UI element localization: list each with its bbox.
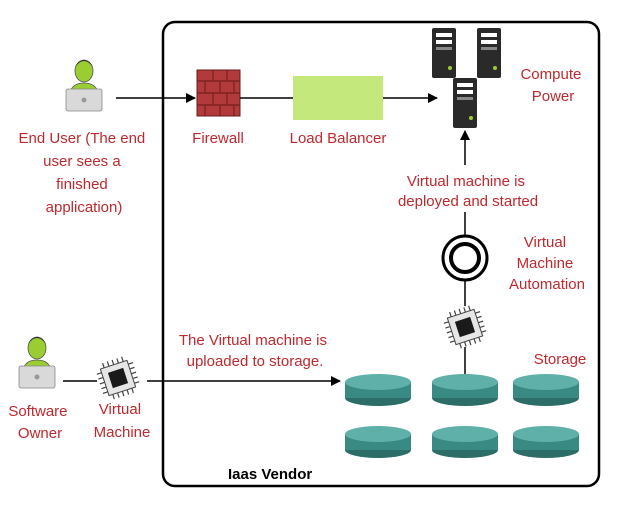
- load-balancer-label: Load Balancer: [290, 130, 387, 147]
- end-user-icon: [65, 59, 103, 112]
- software-owner-label: Software Owner: [8, 403, 71, 442]
- server-icon: [453, 78, 477, 128]
- load-balancer-box: [293, 76, 383, 120]
- automation-label: Virtual Machine Automation: [509, 234, 585, 293]
- vendor-label: Iaas Vendor: [228, 466, 312, 483]
- storage-disk-icon: [432, 426, 498, 458]
- storage-disk-icon: [345, 426, 411, 458]
- software-owner-icon: [18, 336, 56, 389]
- compute-power-label: Compute Power: [520, 66, 585, 105]
- storage-label: Storage: [534, 351, 587, 368]
- upload-label: The Virtual machine is uploaded to stora…: [179, 332, 331, 370]
- automation-icon: [441, 234, 489, 282]
- virtual-machine-chip-icon: [93, 353, 143, 403]
- deploy-label: Virtual machine is deployed and started: [398, 173, 538, 210]
- firewall-label: Firewall: [192, 130, 244, 147]
- firewall-icon: [196, 69, 241, 117]
- storage-chip-icon: [440, 302, 490, 352]
- storage-disk-icon: [513, 426, 579, 458]
- storage-disk-icon: [432, 374, 498, 406]
- end-user-label: End User (The end user sees a finished a…: [19, 130, 150, 216]
- storage-disk-icon: [345, 374, 411, 406]
- storage-disk-icon: [513, 374, 579, 406]
- virtual-machine-label: Virtual Machine: [94, 401, 151, 441]
- iaas-vendor-box: [161, 20, 601, 488]
- server-icon: [432, 28, 456, 78]
- server-icon: [477, 28, 501, 78]
